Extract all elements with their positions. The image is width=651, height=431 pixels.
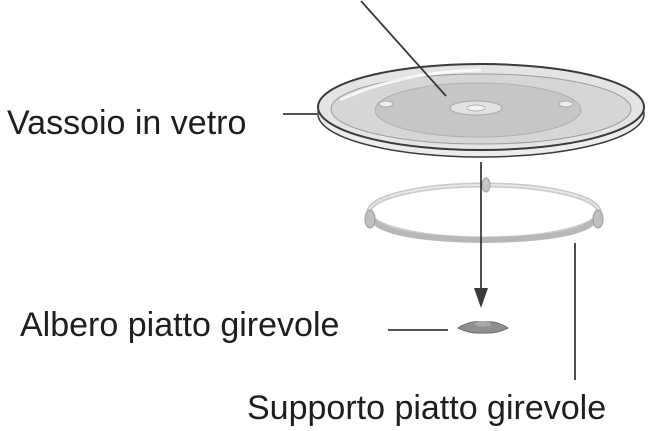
label-glass-tray: Vassoio in vetro [7, 104, 247, 142]
support-ring-front [367, 214, 601, 244]
shaft-coupler [457, 321, 509, 334]
support-roller-left [364, 209, 376, 229]
glass-tray-highlight [339, 68, 482, 102]
leader-line-top [360, 0, 447, 97]
assembly-arrow-head [474, 288, 488, 308]
label-turntable-shaft: Albero piatto girevole [20, 306, 340, 344]
assembly-arrow [474, 162, 488, 308]
turntable-support-ring [364, 177, 604, 244]
turntable-shaft [457, 321, 509, 334]
label-turntable-support: Supporto piatto girevole [247, 389, 607, 427]
support-roller-back [481, 177, 491, 193]
glass-tray-hole-left [378, 100, 394, 108]
shaft-coupler-top [475, 321, 491, 327]
support-roller-right [592, 209, 604, 229]
glass-tray-hole-right [558, 100, 574, 108]
glass-tray-hub-center [466, 104, 486, 112]
glass-tray [317, 63, 645, 158]
